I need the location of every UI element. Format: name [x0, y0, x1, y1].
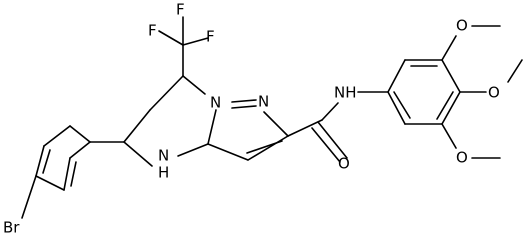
pyrazole-ring	[207, 99, 289, 161]
bromine-label: Br	[3, 219, 20, 237]
pyrazole-n-label: N	[258, 93, 269, 111]
methoxy-bot-o-label: O	[456, 149, 468, 167]
fluorine-label-right: F	[206, 28, 215, 46]
amide-nh-label: NH	[334, 84, 357, 102]
fluorine-label-top: F	[176, 1, 185, 19]
ring-nh-h-label: H	[158, 164, 169, 182]
ring-nh-n-label: N	[158, 147, 169, 165]
trimethoxyphenyl-ring	[387, 25, 523, 159]
bridge-n-label: N	[210, 94, 221, 112]
amide-group	[287, 91, 389, 163]
fluorine-label-left: F	[148, 22, 157, 40]
pyrimidine-ring	[123, 75, 217, 167]
trifluoromethyl-group	[158, 16, 209, 77]
methoxy-mid-o-label: O	[488, 84, 500, 102]
bromophenyl-ring	[21, 125, 125, 219]
carbonyl-o-label: O	[338, 155, 350, 173]
methoxy-top-o-label: O	[456, 17, 468, 35]
